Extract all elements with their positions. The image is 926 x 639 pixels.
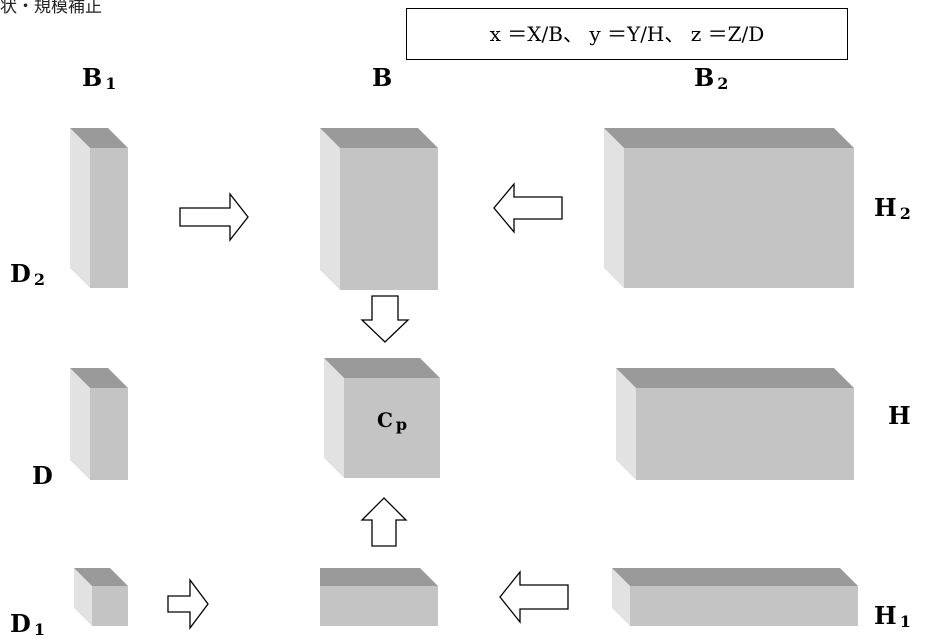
label-b: B <box>372 63 393 92</box>
arrow-down <box>360 295 410 343</box>
box-cp <box>324 358 440 478</box>
box-b2-h2 <box>604 128 854 288</box>
arrow-right-top <box>179 192 249 242</box>
formula-box: x ＝X/B、 y ＝Y/H、 z ＝Z/D <box>406 8 848 60</box>
box-d <box>70 368 128 480</box>
box-h <box>616 368 854 480</box>
arrow-left-bottom <box>499 570 569 624</box>
box-h1-b <box>320 568 438 626</box>
box-b1-d2 <box>70 128 128 288</box>
arrow-left-top <box>493 182 563 234</box>
box-d1 <box>74 568 128 626</box>
arrow-up <box>360 497 408 547</box>
header-text: 状・規模補正 <box>0 0 102 17</box>
label-d: D <box>32 461 53 490</box>
box-h1-b2 <box>612 568 858 626</box>
arrow-right-bottom <box>167 578 209 630</box>
box-b <box>320 128 438 290</box>
label-h: H <box>888 401 911 430</box>
